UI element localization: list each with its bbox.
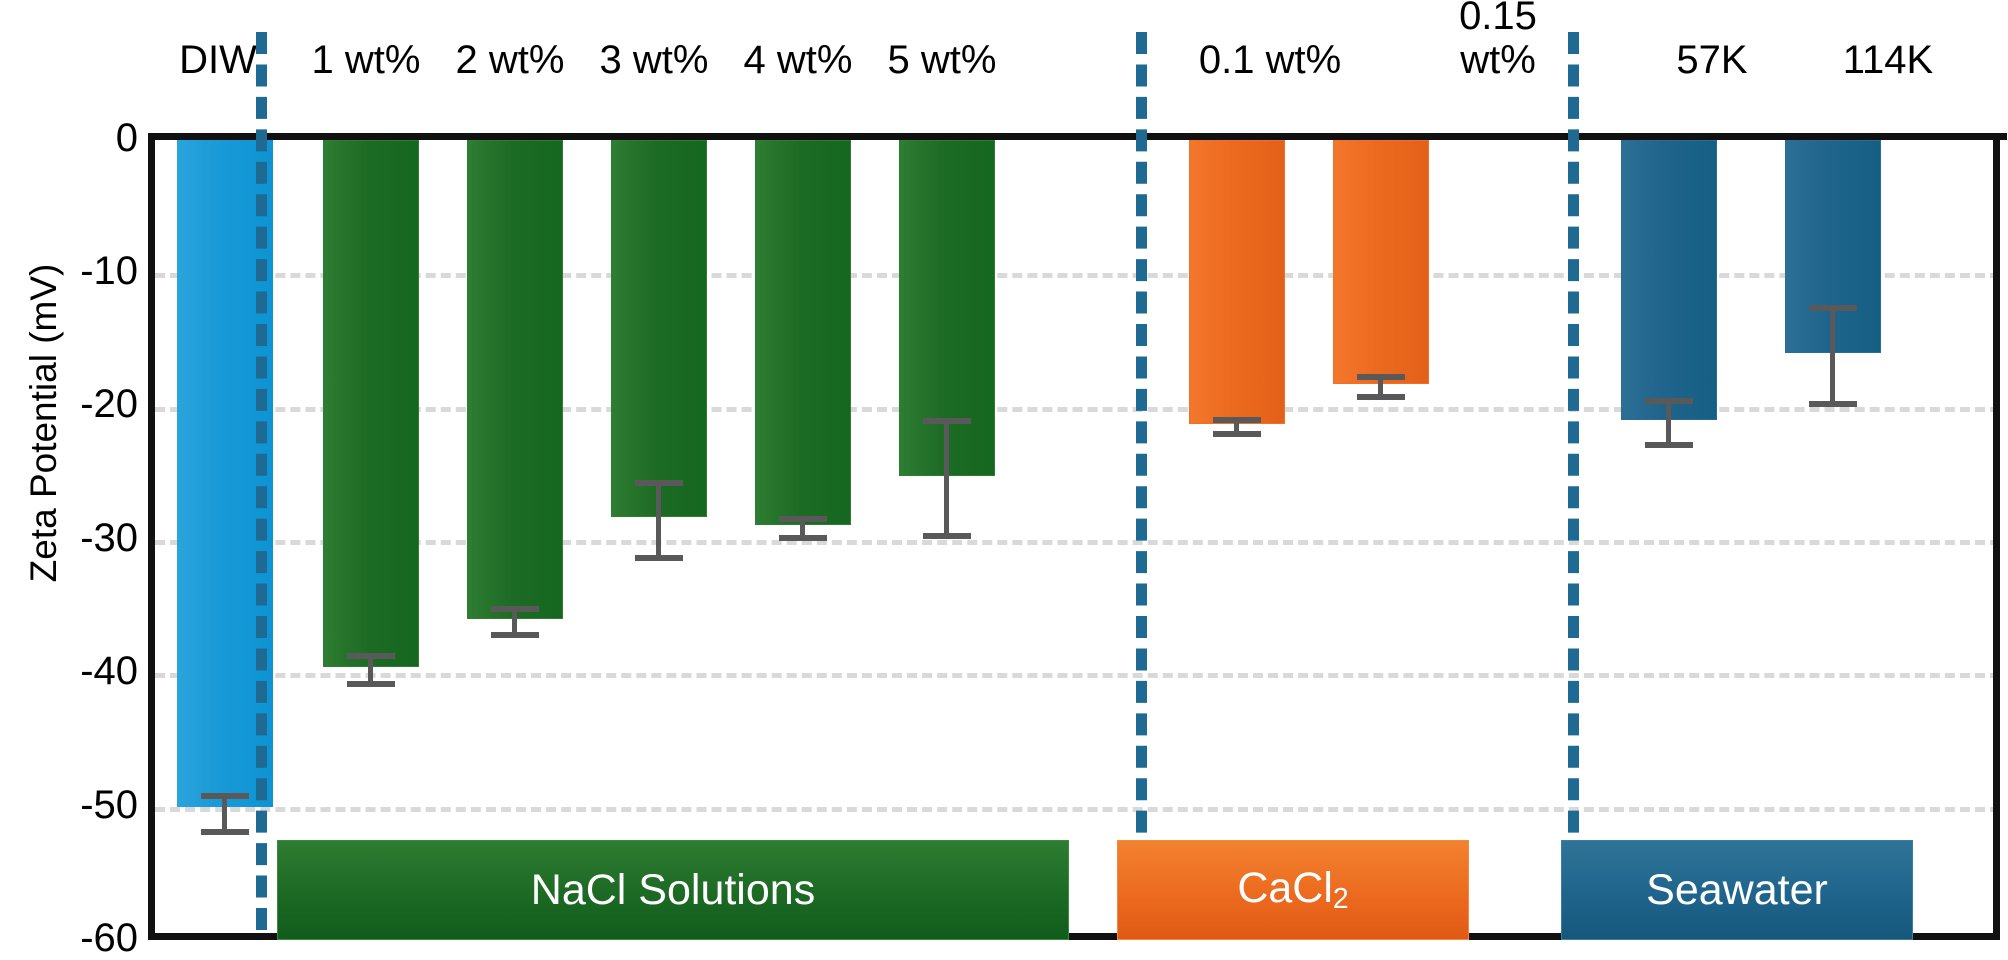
bar-1wt[interactable] bbox=[323, 140, 419, 667]
error-bar-114k-cap-bottom bbox=[1809, 401, 1857, 407]
error-bar-3wt-cap-top bbox=[635, 480, 683, 486]
error-bar-114k-cap-top bbox=[1809, 305, 1857, 311]
error-bar-1wt-cap-bottom bbox=[347, 681, 395, 687]
bar-01wt[interactable] bbox=[1189, 140, 1285, 424]
category-label-diw: DIW bbox=[128, 38, 308, 82]
error-bar-57k-line bbox=[1666, 398, 1671, 442]
bar-57k[interactable] bbox=[1621, 140, 1717, 420]
y-tick-60: -60 bbox=[80, 916, 138, 960]
error-bar-1wt-line bbox=[368, 653, 373, 681]
error-bar-57k-cap-bottom bbox=[1645, 442, 1693, 448]
error-bar-3wt-cap-bottom bbox=[635, 555, 683, 561]
error-bar-015wt-cap-bottom bbox=[1357, 394, 1405, 400]
y-tick-20: -20 bbox=[80, 382, 138, 426]
category-label-2wt: 2 wt% bbox=[410, 38, 610, 82]
error-bar-114k-line bbox=[1830, 305, 1835, 401]
category-label-114k: 114K bbox=[1788, 38, 1988, 82]
category-label-line1: 57K bbox=[1676, 38, 1748, 82]
y-tick-10: -10 bbox=[80, 249, 138, 293]
category-label-line1: 0.15 bbox=[1459, 0, 1537, 38]
y-axis-tick-labels: 0 -10 -20 -30 -40 -50 -60 bbox=[10, 0, 138, 958]
group-legend-seawater-label: Seawater bbox=[1646, 865, 1828, 914]
category-label-line1: 2 wt% bbox=[455, 38, 565, 82]
error-bar-01wt-cap-bottom bbox=[1213, 431, 1261, 437]
gridline--50 bbox=[155, 807, 2000, 812]
error-bar-5wt-cap-bottom bbox=[923, 533, 971, 539]
gridline--30 bbox=[155, 540, 2000, 545]
gridline--40 bbox=[155, 673, 2000, 678]
group-legend-nacl-label: NaCl Solutions bbox=[530, 865, 816, 914]
bar-2wt[interactable] bbox=[467, 140, 563, 619]
error-bar-015wt-line bbox=[1378, 374, 1383, 394]
cacl2-subscript: 2 bbox=[1332, 883, 1349, 916]
category-label-015wt: 0.15 wt% bbox=[1398, 0, 1598, 82]
group-separator-cacl2-sea bbox=[1568, 32, 1579, 930]
group-legend-cacl2: CaCl2 bbox=[1117, 840, 1469, 940]
error-bar-diw-line bbox=[222, 793, 227, 829]
bar-015wt[interactable] bbox=[1333, 140, 1429, 384]
group-separator-diw-nacl bbox=[256, 32, 267, 930]
error-bar-diw-cap-top bbox=[201, 793, 249, 799]
group-legend-seawater: Seawater bbox=[1561, 840, 1913, 940]
category-label-5wt: 5 wt% bbox=[842, 38, 1042, 82]
error-bar-2wt-line bbox=[512, 606, 517, 632]
category-label-line1: 5 wt% bbox=[887, 38, 997, 82]
error-bar-4wt-cap-top bbox=[779, 516, 827, 522]
error-bar-01wt-cap-top bbox=[1213, 417, 1261, 423]
error-bar-57k-cap-top bbox=[1645, 398, 1693, 404]
bar-4wt[interactable] bbox=[755, 140, 851, 525]
error-bar-4wt-cap-bottom bbox=[779, 535, 827, 541]
category-label-01wt: 0.1 wt% bbox=[1158, 38, 1382, 82]
error-bar-4wt-line bbox=[800, 516, 805, 535]
category-label-1wt: 1 wt% bbox=[266, 38, 466, 82]
error-bar-5wt-line bbox=[944, 418, 949, 533]
category-label-line1: 0.1 wt% bbox=[1198, 38, 1342, 82]
cacl2-prefix: CaCl bbox=[1237, 863, 1333, 912]
group-separator-nacl-cacl2 bbox=[1136, 32, 1147, 930]
category-label-line1: 1 wt% bbox=[311, 38, 421, 82]
plot-area: NaCl Solutions CaCl2 Seawater bbox=[148, 133, 2007, 940]
category-label-line1: 3 wt% bbox=[599, 38, 709, 82]
error-bar-3wt-line bbox=[656, 480, 661, 555]
category-label-4wt: 4 wt% bbox=[698, 38, 898, 82]
y-tick-50: -50 bbox=[80, 783, 138, 827]
category-label-3wt: 3 wt% bbox=[554, 38, 754, 82]
error-bar-diw-cap-bottom bbox=[201, 829, 249, 835]
error-bar-2wt-cap-top bbox=[491, 606, 539, 612]
category-label-line1: DIW bbox=[179, 38, 257, 82]
error-bar-1wt-cap-top bbox=[347, 653, 395, 659]
gridline--20 bbox=[155, 407, 2000, 412]
gridline--10 bbox=[155, 273, 2000, 278]
group-legend-nacl: NaCl Solutions bbox=[277, 840, 1069, 940]
y-tick-40: -40 bbox=[80, 649, 138, 693]
error-bar-01wt-line bbox=[1234, 417, 1239, 431]
error-bar-2wt-cap-bottom bbox=[491, 632, 539, 638]
error-bar-5wt-cap-top bbox=[923, 418, 971, 424]
y-tick-30: -30 bbox=[80, 516, 138, 560]
category-label-line2: wt% bbox=[1460, 38, 1536, 82]
group-legend-cacl2-label: CaCl2 bbox=[1237, 864, 1348, 916]
bar-3wt[interactable] bbox=[611, 140, 707, 517]
category-label-line1: 4 wt% bbox=[743, 38, 853, 82]
category-label-57k: 57K bbox=[1622, 38, 1802, 82]
error-bar-015wt-cap-top bbox=[1357, 374, 1405, 380]
y-tick-0: 0 bbox=[115, 116, 138, 160]
category-label-line1: 114K bbox=[1842, 38, 1934, 82]
